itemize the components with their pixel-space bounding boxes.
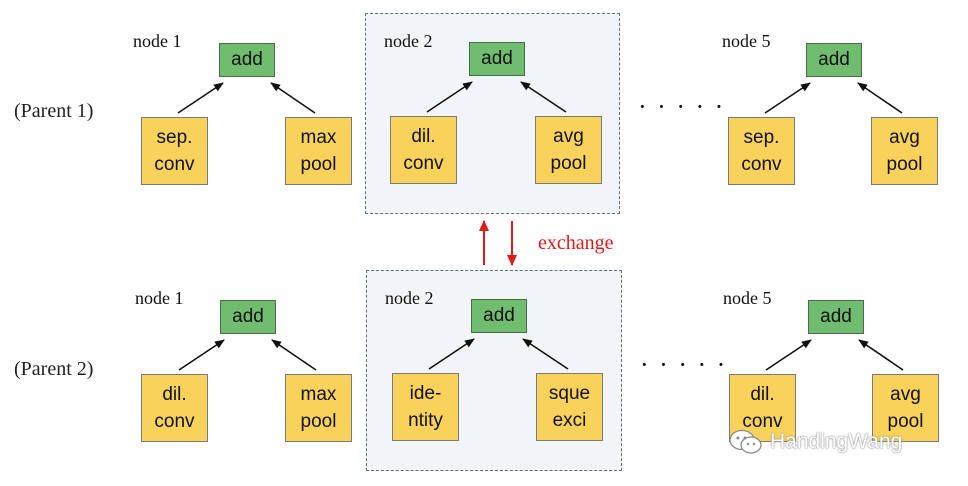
p2-node5-right-op: avg pool [872,374,939,442]
watermark-text: HandingWang [770,430,903,453]
p2-node1-left-op: dil. conv [141,374,208,442]
p2-node5-left-op: dil. conv [729,374,796,442]
p1-node1-right-arrow [270,82,316,114]
p1-node1-add: add [219,43,275,77]
p1-node2-right-op: avg pool [535,116,602,184]
p1-node2-add: add [469,42,525,76]
parent2-label: (Parent 2) [14,358,94,380]
p2-node1-right-op: max pool [285,374,352,442]
p1-node5-add: add [806,43,862,77]
p2-node2-left-arrow [428,338,475,370]
p1-node5-left-arrow [764,82,811,114]
parent1-label: (Parent 1) [14,100,94,122]
p2-node2-label: node 2 [385,288,434,308]
p1-node1-left-op: sep. conv [141,117,208,185]
p1-node1-right-op: max pool [285,117,352,185]
p1-node2-left-arrow [426,81,473,113]
p2-node1-left-arrow [178,339,225,371]
p2-node2-left-op: ide- ntity [392,373,459,441]
p1-node5-right-arrow [857,82,903,114]
p1-node2-right-arrow [520,81,567,113]
p1-node5-left-op: sep. conv [728,117,795,185]
p2-node5-label: node 5 [723,288,772,308]
p1-node5-label: node 5 [722,31,771,51]
wechat-icon [729,429,762,454]
p2-ellipsis: · · · · · [640,350,728,379]
p2-node1-label: node 1 [135,288,184,308]
p2-node2-right-op: sque exci [536,373,603,441]
p2-node2-add: add [471,299,527,333]
p1-ellipsis: · · · · · [638,92,726,121]
p2-node1-right-arrow [271,339,317,371]
p2-node1-add: add [220,300,276,334]
p1-node1-label: node 1 [133,31,182,51]
p1-node1-left-arrow [177,82,224,114]
p1-node2-left-op: dil. conv [390,116,457,184]
p2-node5-add: add [808,300,864,334]
p1-node2-label: node 2 [384,31,433,51]
watermark: HandingWang [728,428,902,456]
exchange-label: exchange [538,232,614,254]
p2-node5-right-arrow [858,339,904,371]
p2-node2-right-arrow [522,338,569,370]
p2-node5-left-arrow [765,339,812,371]
p1-node5-right-op: avg pool [871,117,938,185]
